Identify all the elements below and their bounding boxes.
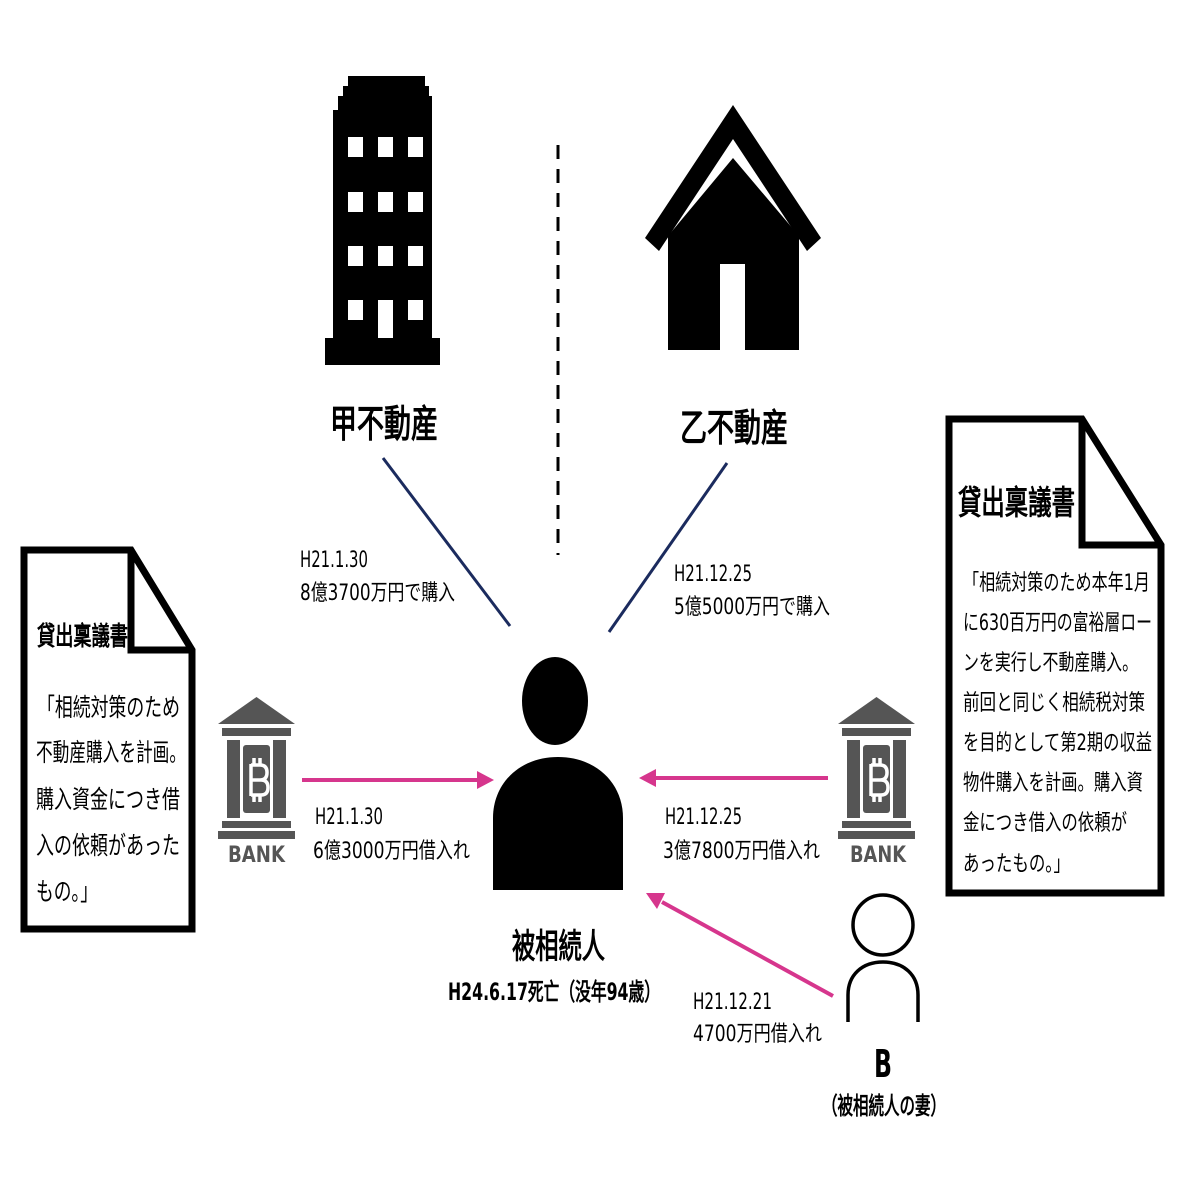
bank-icon-right: BANK <box>838 697 915 868</box>
purchase-otsu-date: H21.12.25 <box>674 562 752 587</box>
bank-column <box>273 740 286 818</box>
decedent-label: 被相続人 <box>512 927 605 967</box>
memo-line: 「相続対策のため <box>37 693 180 722</box>
bank-label: BANK <box>228 843 286 868</box>
purchase-kou-amount: 8億3700万円で購入 <box>300 581 455 606</box>
memo-line: 不動産購入を計画。 <box>36 738 186 767</box>
building-window <box>378 137 393 157</box>
arrow-shaft <box>661 900 834 998</box>
purchase-otsu-amount: 5億5000万円で購入 <box>674 595 830 620</box>
person-body <box>493 757 623 890</box>
building-window <box>348 137 363 157</box>
building-window <box>408 137 423 157</box>
house-body <box>668 158 799 350</box>
bank-column <box>893 740 906 818</box>
spouse-label: B <box>874 1042 892 1086</box>
building-window <box>378 246 393 266</box>
purchase-kou-date: H21.1.30 <box>300 548 368 573</box>
memo-line: 前回と同じく相続税対策 <box>963 691 1145 716</box>
memo-title: 貸出稟議書 <box>957 483 1075 522</box>
loan-arrow-right-bank <box>639 769 828 787</box>
building-window <box>348 246 363 266</box>
building-window <box>408 246 423 266</box>
memo-line: もの。」 <box>36 877 98 906</box>
bitcoin-icon <box>249 758 270 802</box>
bank-column <box>227 740 240 818</box>
decedent-person-icon <box>493 657 623 890</box>
loan-arrow-left-bank <box>302 771 494 789</box>
building-base <box>325 338 440 365</box>
loan-memo-left: 貸出稟議書 「相続対策のため 不動産購入を計画。 購入資金につき借 入の依頼があ… <box>20 546 196 933</box>
memo-line: あったもの。」 <box>963 852 1070 877</box>
building-window <box>408 192 423 212</box>
document-fold <box>127 550 192 654</box>
building-window <box>378 192 393 212</box>
memo-title: 貸出稟議書 <box>36 621 128 652</box>
building-window <box>408 300 423 320</box>
building-window <box>348 192 363 212</box>
loan-arrow-spouse <box>646 893 834 998</box>
memo-line: に630百万円の富裕層ロー <box>963 611 1152 636</box>
document-icon <box>20 546 196 933</box>
loan-memo-right: 貸出稟議書 「相続対策のため本年1月 に630百万円の富裕層ロー ンを実行し不動… <box>945 415 1165 897</box>
bank-roof <box>218 697 295 724</box>
house-icon <box>645 105 821 350</box>
memo-line: 購入資金につき借 <box>36 785 180 814</box>
bank-icon-left: BANK <box>218 697 295 868</box>
decedent-death-note: H24.6.17死亡（没年94歳） <box>448 978 660 1006</box>
purchase-line-otsu <box>607 462 729 633</box>
office-building-icon <box>325 76 440 365</box>
arrow-head <box>646 893 665 909</box>
memo-line: 「相続対策のため本年1月 <box>963 571 1150 596</box>
bitcoin-icon <box>869 758 890 802</box>
person-head <box>522 657 588 745</box>
arrow-head <box>477 771 494 789</box>
bank-base <box>838 831 915 839</box>
bank-base <box>842 821 911 828</box>
memo-line: を目的として第2期の収益 <box>963 731 1152 756</box>
loan-right-amount: 3億7800万円借入れ <box>663 839 820 864</box>
loan-right-date: H21.12.25 <box>665 805 742 830</box>
bank-column <box>847 740 860 818</box>
document-icon <box>945 415 1165 897</box>
purchase-line-kou <box>381 457 512 627</box>
person-body <box>846 960 920 1022</box>
bank-base <box>218 831 295 839</box>
loan-left-amount: 6億3000万円借入れ <box>313 839 470 864</box>
bank-entablature <box>842 728 911 736</box>
document-fold <box>1078 419 1161 549</box>
bank-label: BANK <box>850 843 907 868</box>
property-otsu-name: 乙不動産 <box>680 406 788 450</box>
house-door <box>720 264 745 350</box>
person-head <box>851 893 915 957</box>
loan-spouse-amount: 4700万円借入れ <box>693 1022 822 1047</box>
memo-line: 入の依頼があった <box>36 831 180 860</box>
spouse-person-outline-icon <box>846 893 920 1022</box>
loan-left-date: H21.1.30 <box>315 805 383 830</box>
arrow-head <box>639 769 656 787</box>
bank-entablature <box>222 728 291 736</box>
bank-roof <box>838 697 915 724</box>
building-door <box>378 300 393 338</box>
spouse-relation: （被相続人の妻） <box>822 1092 946 1120</box>
building-window <box>348 300 363 320</box>
house-roof <box>645 105 821 251</box>
memo-line: 物件購入を計画。購入資 <box>963 771 1143 796</box>
memo-line: 金につき借入の依頼が <box>963 811 1127 836</box>
memo-line: ンを実行し不動産購入。 <box>963 651 1138 676</box>
property-kou-name: 甲不動産 <box>330 402 438 446</box>
bank-base <box>222 821 291 828</box>
loan-spouse-date: H21.12.21 <box>693 990 772 1015</box>
